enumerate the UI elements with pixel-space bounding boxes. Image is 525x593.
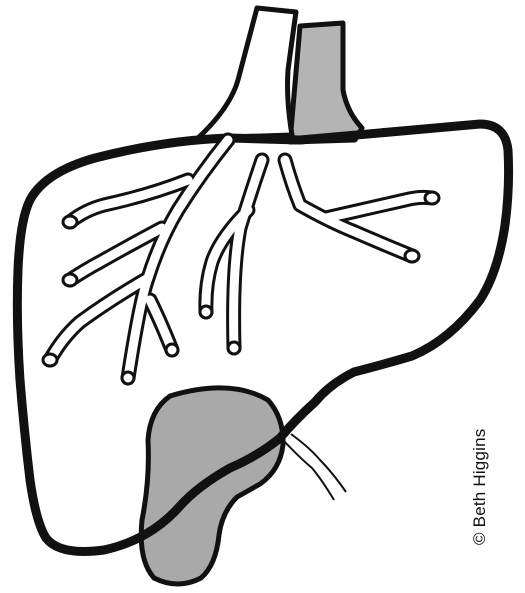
liver-outline xyxy=(17,124,508,552)
portal-vein-trunk xyxy=(198,8,296,138)
gray-vessel xyxy=(290,23,362,142)
bile-duct-line-2 xyxy=(291,434,346,492)
copyright-credit: © Beth Higgins xyxy=(470,429,490,545)
gallbladder xyxy=(141,388,283,584)
